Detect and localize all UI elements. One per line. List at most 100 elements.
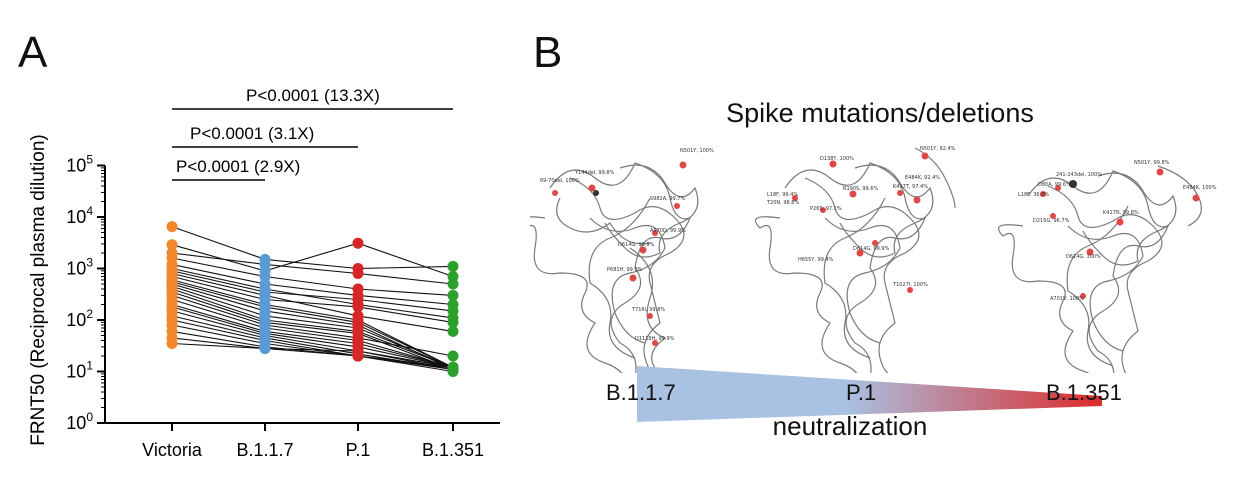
neutralization-caption: neutralization xyxy=(772,411,928,441)
x-tick-label: B.1.351 xyxy=(422,440,484,460)
svg-text:K417N, 99.8%: K417N, 99.8% xyxy=(1103,210,1139,216)
comparison-label: P<0.0001 (13.3X) xyxy=(246,86,380,105)
subject-line xyxy=(171,279,454,368)
x-tick-label: Victoria xyxy=(142,440,203,460)
data-point xyxy=(352,268,364,279)
subject-line xyxy=(171,337,454,373)
gradient-label-p1: P.1 xyxy=(846,380,877,405)
comparison-label: P<0.0001 (3.1X) xyxy=(190,124,314,143)
data-point xyxy=(259,258,271,270)
y-tick-label: 105 xyxy=(66,153,93,176)
subject-line xyxy=(171,306,454,368)
subject-line xyxy=(171,226,454,270)
data-point xyxy=(447,289,459,301)
subject-line xyxy=(171,310,454,368)
svg-text:T1027I, 100%: T1027I, 100% xyxy=(892,282,928,288)
svg-text:T716I, 99.8%: T716I, 99.8% xyxy=(631,307,665,313)
svg-text:E484K, 100%: E484K, 100% xyxy=(1183,185,1217,191)
panel-b-letter: B xyxy=(533,28,563,77)
mutation-labels-p1: D138Y, 100% N501Y, 92.4% L18F, 99.4% T20… xyxy=(766,146,956,288)
svg-text:T20N, 98.8%: T20N, 98.8% xyxy=(766,200,799,206)
svg-text:D614G, 100%: D614G, 100% xyxy=(1066,254,1101,260)
svg-text:Y144del, 99.8%: Y144del, 99.8% xyxy=(574,170,615,176)
svg-text:N501Y, 92.4%: N501Y, 92.4% xyxy=(920,146,956,152)
mutation-markers-b1351 xyxy=(1040,168,1200,299)
data-point xyxy=(352,301,364,313)
subject-line xyxy=(171,294,454,357)
data-point xyxy=(447,305,459,317)
svg-text:L18F, 36.8%: L18F, 36.8% xyxy=(1018,192,1049,198)
svg-text:P681H, 99.9%: P681H, 99.9% xyxy=(607,267,643,273)
data-point xyxy=(352,237,364,249)
svg-text:A570D, 99.9%: A570D, 99.9% xyxy=(650,228,686,234)
svg-text:D1118H, 99.9%: D1118H, 99.9% xyxy=(635,336,675,342)
subject-line xyxy=(171,263,454,306)
svg-text:H655Y, 99.4%: H655Y, 99.4% xyxy=(798,257,834,263)
x-tick-label: B.1.1.7 xyxy=(236,440,293,460)
svg-text:P26S, 97.1%: P26S, 97.1% xyxy=(810,206,842,212)
data-point xyxy=(447,278,459,290)
spike-structure-b1351 xyxy=(998,165,1202,373)
svg-text:69-70del, 100%: 69-70del, 100% xyxy=(540,178,580,184)
x-tick-label: P.1 xyxy=(346,440,371,460)
svg-text:A701V, 100%: A701V, 100% xyxy=(1050,296,1084,302)
subject-line xyxy=(171,303,454,368)
subject-line xyxy=(171,342,454,370)
svg-text:D614G, 99.9%: D614G, 99.9% xyxy=(618,242,655,248)
subject-line xyxy=(171,242,454,278)
mutation-labels-b117: 69-70del, 100% Y144del, 99.8% N501Y, 100… xyxy=(540,148,714,342)
svg-text:D215G, 96.7%: D215G, 96.7% xyxy=(1033,218,1070,224)
subject-line xyxy=(171,267,454,319)
svg-text:D138Y, 100%: D138Y, 100% xyxy=(820,156,854,162)
subject-line xyxy=(171,281,454,368)
data-point xyxy=(447,260,459,272)
y-tick-label: 102 xyxy=(66,307,93,330)
gradient-label-b1351: B.1.351 xyxy=(1046,380,1122,405)
data-point xyxy=(259,343,271,354)
panel-b-title: Spike mutations/deletions xyxy=(726,98,1034,128)
y-axis-label: FRNT50 (Reciprocal plasma dilution) xyxy=(28,134,49,446)
y-tick-label: 100 xyxy=(66,410,93,433)
data-point xyxy=(166,221,178,233)
svg-text:D80A, 99.6%: D80A, 99.6% xyxy=(1038,182,1071,188)
data-point xyxy=(447,350,459,362)
panel-a-letter: A xyxy=(18,28,48,77)
comparison-label: P<0.0001 (2.9X) xyxy=(176,157,300,176)
svg-text:E484K, 92.4%: E484K, 92.4% xyxy=(905,175,940,181)
subject-line xyxy=(171,285,454,368)
subject-line xyxy=(171,252,454,285)
gradient-label-b117: B.1.1.7 xyxy=(606,380,676,405)
subject-line xyxy=(171,291,454,370)
data-point xyxy=(352,345,364,357)
spike-structures: 69-70del, 100% Y144del, 99.8% N501Y, 100… xyxy=(530,146,1217,373)
svg-text:S982A, 99.7%: S982A, 99.7% xyxy=(650,196,685,202)
svg-text:241-243del, 100%: 241-243del, 100% xyxy=(1056,172,1102,178)
data-point xyxy=(447,316,459,328)
spike-structure-b117 xyxy=(530,162,699,373)
subject-line xyxy=(171,270,454,312)
spike-structure-p1 xyxy=(755,147,956,373)
data-point xyxy=(166,338,178,349)
subject-line xyxy=(171,288,454,368)
y-tick-label: 104 xyxy=(66,204,93,227)
data-point xyxy=(166,239,178,251)
subject-line xyxy=(171,272,454,332)
data-point xyxy=(447,363,459,375)
subject-line xyxy=(171,298,454,368)
y-tick-label: 101 xyxy=(66,359,93,382)
mutation-labels-b1351: N501Y, 99.8% 241-243del, 100% D80A, 99.6… xyxy=(1018,160,1217,302)
svg-text:N501Y, 100%: N501Y, 100% xyxy=(680,148,714,154)
data-point xyxy=(447,325,459,337)
svg-text:K417T, 97.4%: K417T, 97.4% xyxy=(893,184,928,190)
subject-line xyxy=(171,275,454,323)
svg-text:R190S, 99.6%: R190S, 99.6% xyxy=(843,186,879,192)
mutation-markers-p1 xyxy=(792,152,929,293)
svg-text:N501Y, 99.8%: N501Y, 99.8% xyxy=(1134,160,1170,166)
mutation-markers-b117 xyxy=(552,161,687,346)
y-tick-label: 103 xyxy=(66,256,93,279)
significance-brackets: P<0.0001 (2.9X) P<0.0001 (3.1X) P<0.0001 (… xyxy=(172,86,453,181)
svg-text:L18F, 99.4%: L18F, 99.4% xyxy=(767,192,798,198)
subject-line xyxy=(171,330,454,370)
